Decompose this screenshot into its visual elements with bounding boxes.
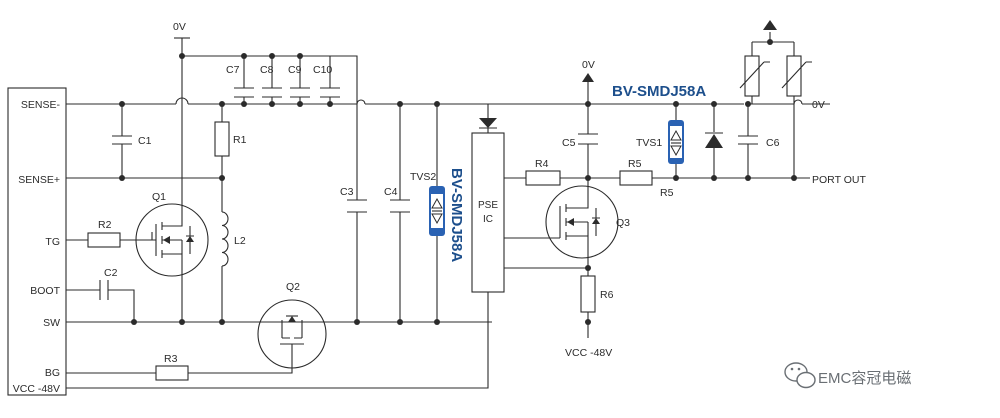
- resistor-r5: [619, 170, 653, 186]
- label-c3: C3: [340, 186, 354, 198]
- pse-ic-block: [471, 132, 505, 293]
- connector-block: [7, 87, 67, 396]
- pin-tg: TG: [45, 236, 60, 248]
- arrow-up-icon-right: [763, 20, 777, 30]
- label-c2: C2: [104, 267, 118, 279]
- resistor-r1: [214, 121, 230, 157]
- label-q3: Q3: [616, 217, 630, 229]
- pin-bg: BG: [45, 367, 60, 379]
- capacitor-c7: [234, 87, 254, 98]
- pin-sw: SW: [43, 317, 60, 329]
- capacitor-c2: [99, 280, 109, 300]
- pin-vcc: VCC -48V: [13, 383, 60, 395]
- resistor-r3: [155, 365, 189, 381]
- capacitor-c6: [738, 135, 758, 145]
- label-0v-mid: 0V: [582, 59, 595, 71]
- wechat-icon: [784, 362, 816, 389]
- pin-sense-minus: SENSE-: [21, 99, 61, 111]
- resistor-r4: [525, 170, 561, 186]
- capacitor-c9: [290, 87, 310, 98]
- mosfet-q3: [545, 185, 619, 259]
- mosfet-q2: [257, 299, 327, 369]
- label-0v-top: 0V: [173, 21, 186, 33]
- mosfet-q1: [135, 203, 209, 277]
- label-0v-right: 0V: [812, 99, 825, 111]
- watermark-text: EMC容冠电磁: [818, 370, 911, 387]
- label-c7: C7: [226, 64, 240, 76]
- resistor-r6: [580, 275, 596, 313]
- label-c4: C4: [384, 186, 398, 198]
- wires: [66, 32, 830, 389]
- capacitor-c4: [390, 199, 410, 213]
- label-q1: Q1: [152, 191, 166, 203]
- pse-ic-label-line2: IC: [483, 214, 493, 225]
- label-r5: R5: [628, 158, 642, 170]
- label-c6: C6: [766, 137, 780, 149]
- pin-boot: BOOT: [30, 285, 60, 297]
- label-r3: R3: [164, 353, 178, 365]
- label-port-out: PORT OUT: [812, 174, 866, 186]
- label-tvs2: TVS2: [410, 171, 436, 183]
- tvs2-diode: [429, 186, 445, 236]
- capacitor-c3: [347, 199, 367, 213]
- pse-ic-label-line1: PSE: [478, 200, 498, 211]
- capacitor-c1: [112, 135, 132, 145]
- resistor-r2: [87, 232, 121, 248]
- label-l2: L2: [234, 235, 246, 247]
- label-r2: R2: [98, 219, 112, 231]
- tvs1-diode: [668, 120, 684, 164]
- label-c10: C10: [313, 64, 332, 76]
- inductor-l2: [221, 211, 229, 267]
- label-c9: C9: [288, 64, 302, 76]
- pin-sense-plus: SENSE+: [18, 174, 60, 186]
- label-c8: C8: [260, 64, 274, 76]
- label-tvs1: TVS1: [636, 137, 662, 149]
- capacitor-c8: [262, 87, 282, 98]
- label-c1: C1: [138, 135, 152, 147]
- label-vcc-bottom: VCC -48V: [565, 347, 612, 359]
- tvs2-part-number: BV-SMDJ58A: [448, 168, 465, 262]
- label-q2: Q2: [286, 281, 300, 293]
- tvs1-part-number: BV-SMDJ58A: [612, 83, 706, 100]
- capacitor-c10: [320, 87, 340, 98]
- arrow-up-icon: [582, 73, 594, 82]
- junctions: [119, 39, 797, 325]
- label-c5: C5: [562, 137, 576, 149]
- diode-arrow-icon: [479, 118, 497, 129]
- thermistor-left: [739, 55, 770, 97]
- label-r4: R4: [535, 158, 549, 170]
- label-r1: R1: [233, 134, 247, 146]
- label-r6: R6: [600, 289, 614, 301]
- thermistor-right: [781, 55, 812, 97]
- diode-icon: [705, 132, 723, 148]
- capacitor-c5: [578, 133, 598, 145]
- label-r5-secondary: R5: [660, 187, 674, 199]
